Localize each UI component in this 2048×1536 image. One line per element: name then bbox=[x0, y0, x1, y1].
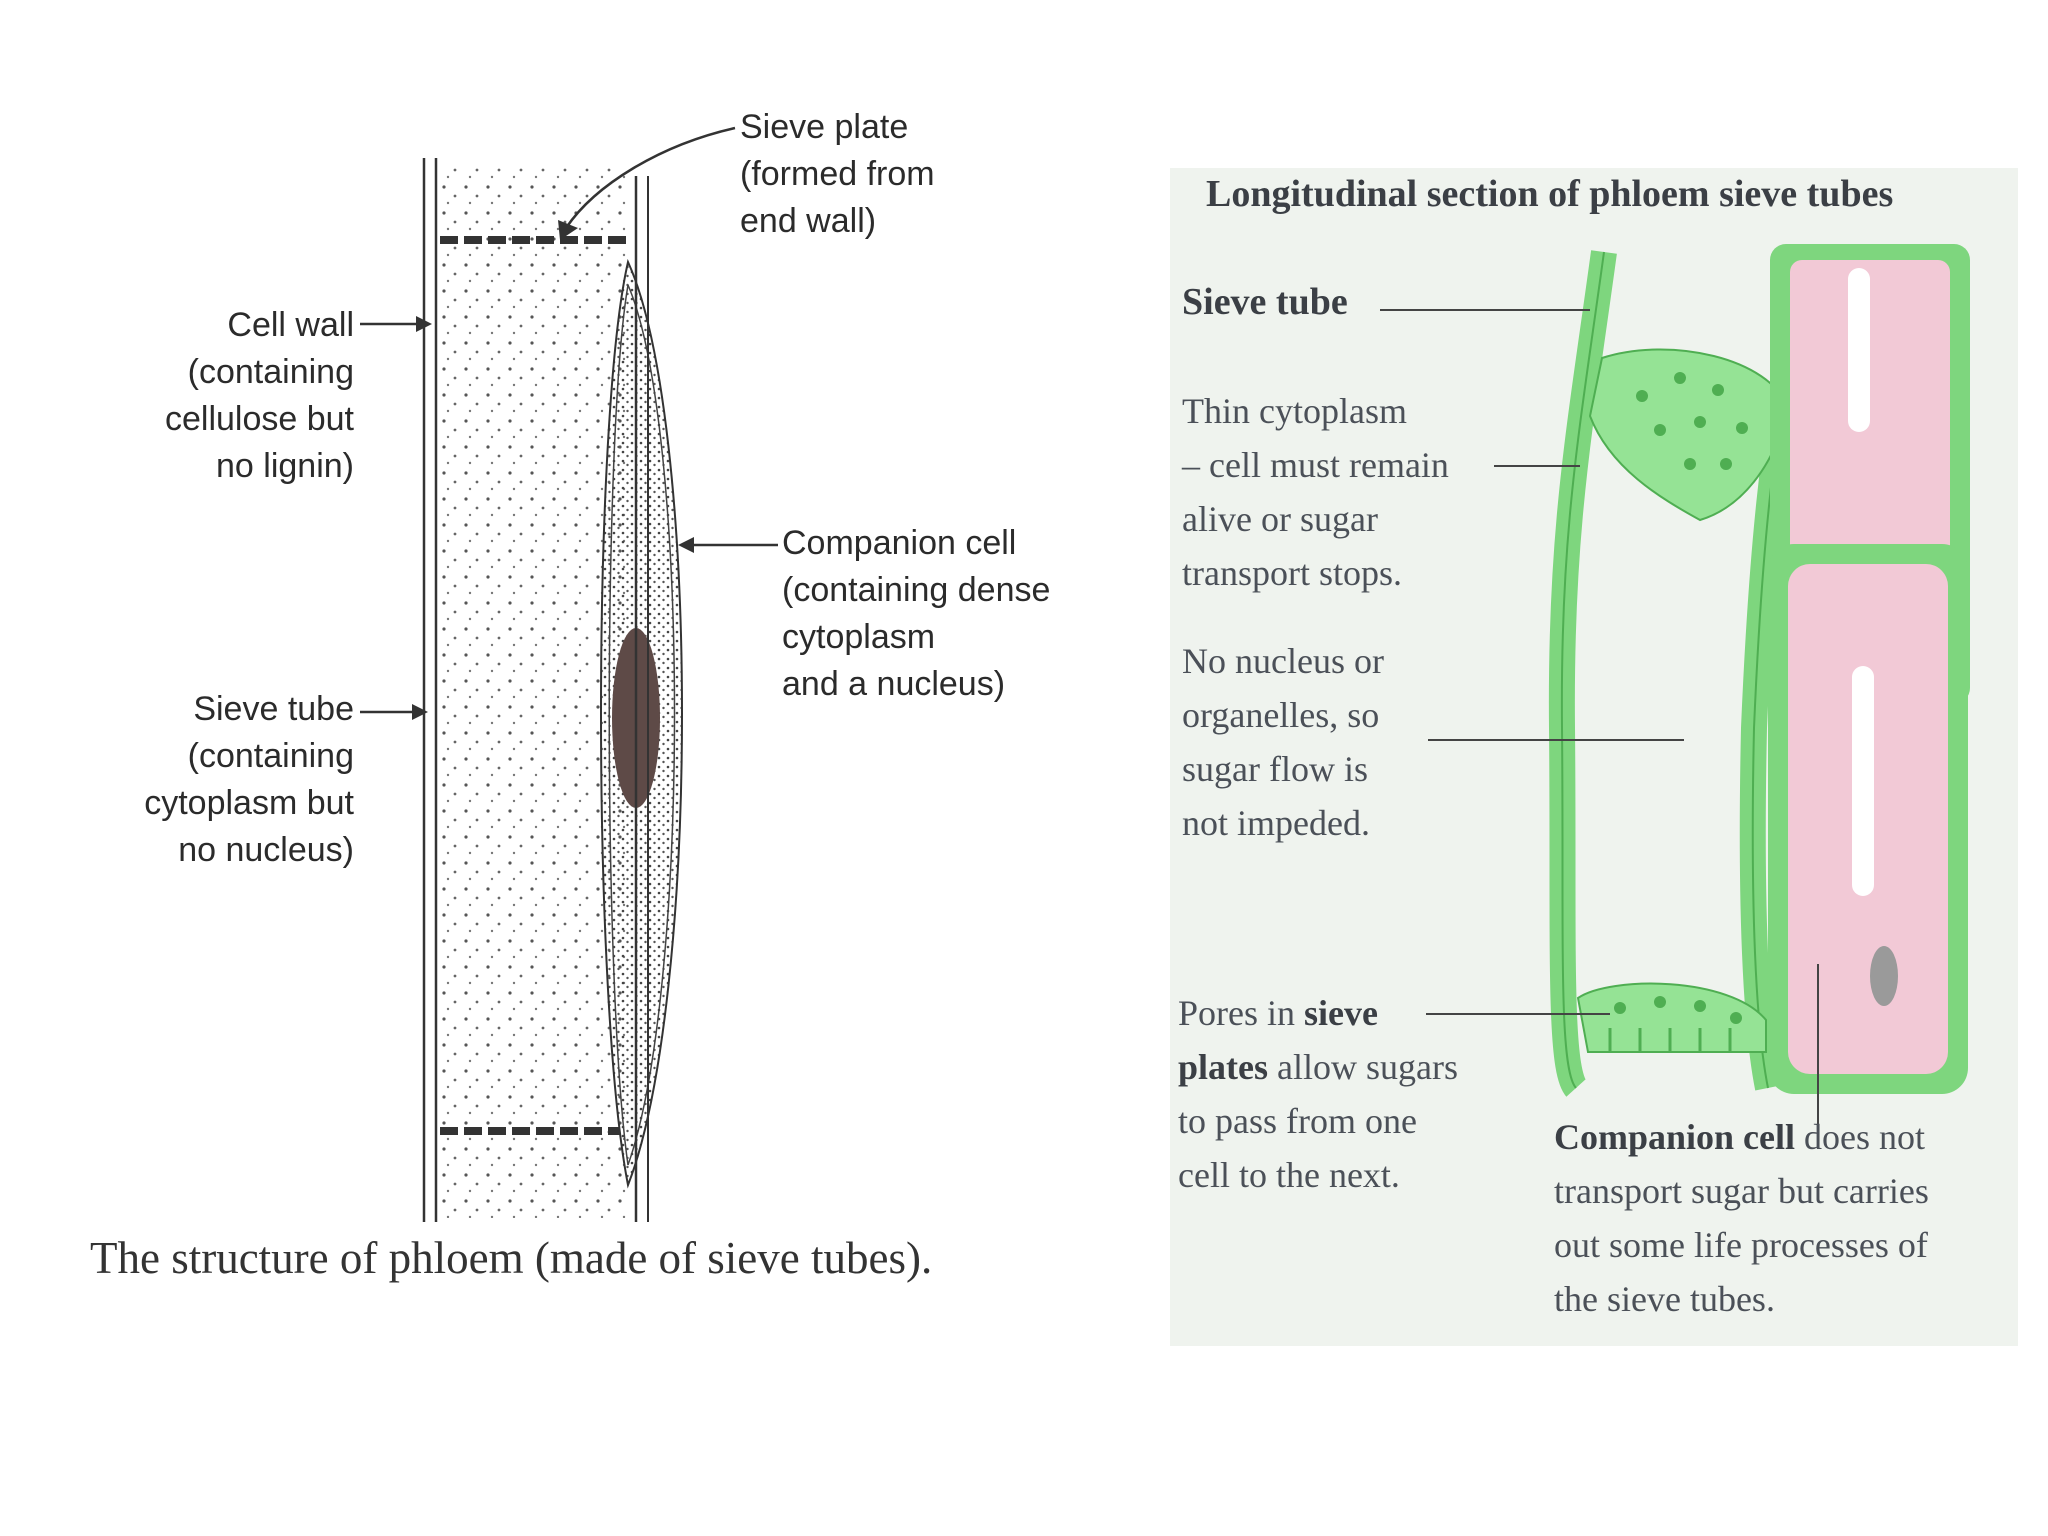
top-plate-pores bbox=[1636, 372, 1748, 470]
sieve-tube-drawing bbox=[1380, 244, 1970, 1128]
companion-cell-note: Companion cell does not transport sugar … bbox=[1554, 1117, 1929, 1319]
no-nucleus-note: No nucleus or organelles, so sugar flow … bbox=[1182, 641, 1384, 843]
cell-wall-label: Cell wall (containing cellulose but no l… bbox=[164, 306, 354, 485]
sieve-tube-section-panel: Longitudinal section of phloem sieve tub… bbox=[1170, 168, 2018, 1346]
sieve-tube-label: Sieve tube (containing cytoplasm but no … bbox=[144, 690, 354, 869]
sieve-plate-label: Sieve plate (formed from end wall) bbox=[740, 108, 935, 240]
sieve-tube-cytoplasm bbox=[442, 168, 628, 1218]
pores-note: Pores in sieve plates allow sugars to pa… bbox=[1178, 993, 1458, 1195]
phloem-structure-diagram: Sieve plate (formed from end wall) Cell … bbox=[0, 0, 1120, 1340]
companion-nucleus bbox=[1870, 946, 1898, 1006]
figure-caption: The structure of phloem (made of sieve t… bbox=[90, 1233, 933, 1283]
sieve-tube-heading: Sieve tube bbox=[1182, 281, 1348, 323]
companion-cell-label: Companion cell (containing dense cytopla… bbox=[782, 524, 1051, 703]
section-title: Longitudinal section of phloem sieve tub… bbox=[1206, 173, 1894, 215]
phloem-drawing bbox=[360, 126, 778, 1222]
bottom-sieve-plate bbox=[1576, 982, 1767, 1053]
sieve-plate-arrow bbox=[564, 126, 736, 229]
thin-cytoplasm-note: Thin cytoplasm – cell must remain alive … bbox=[1182, 391, 1449, 593]
